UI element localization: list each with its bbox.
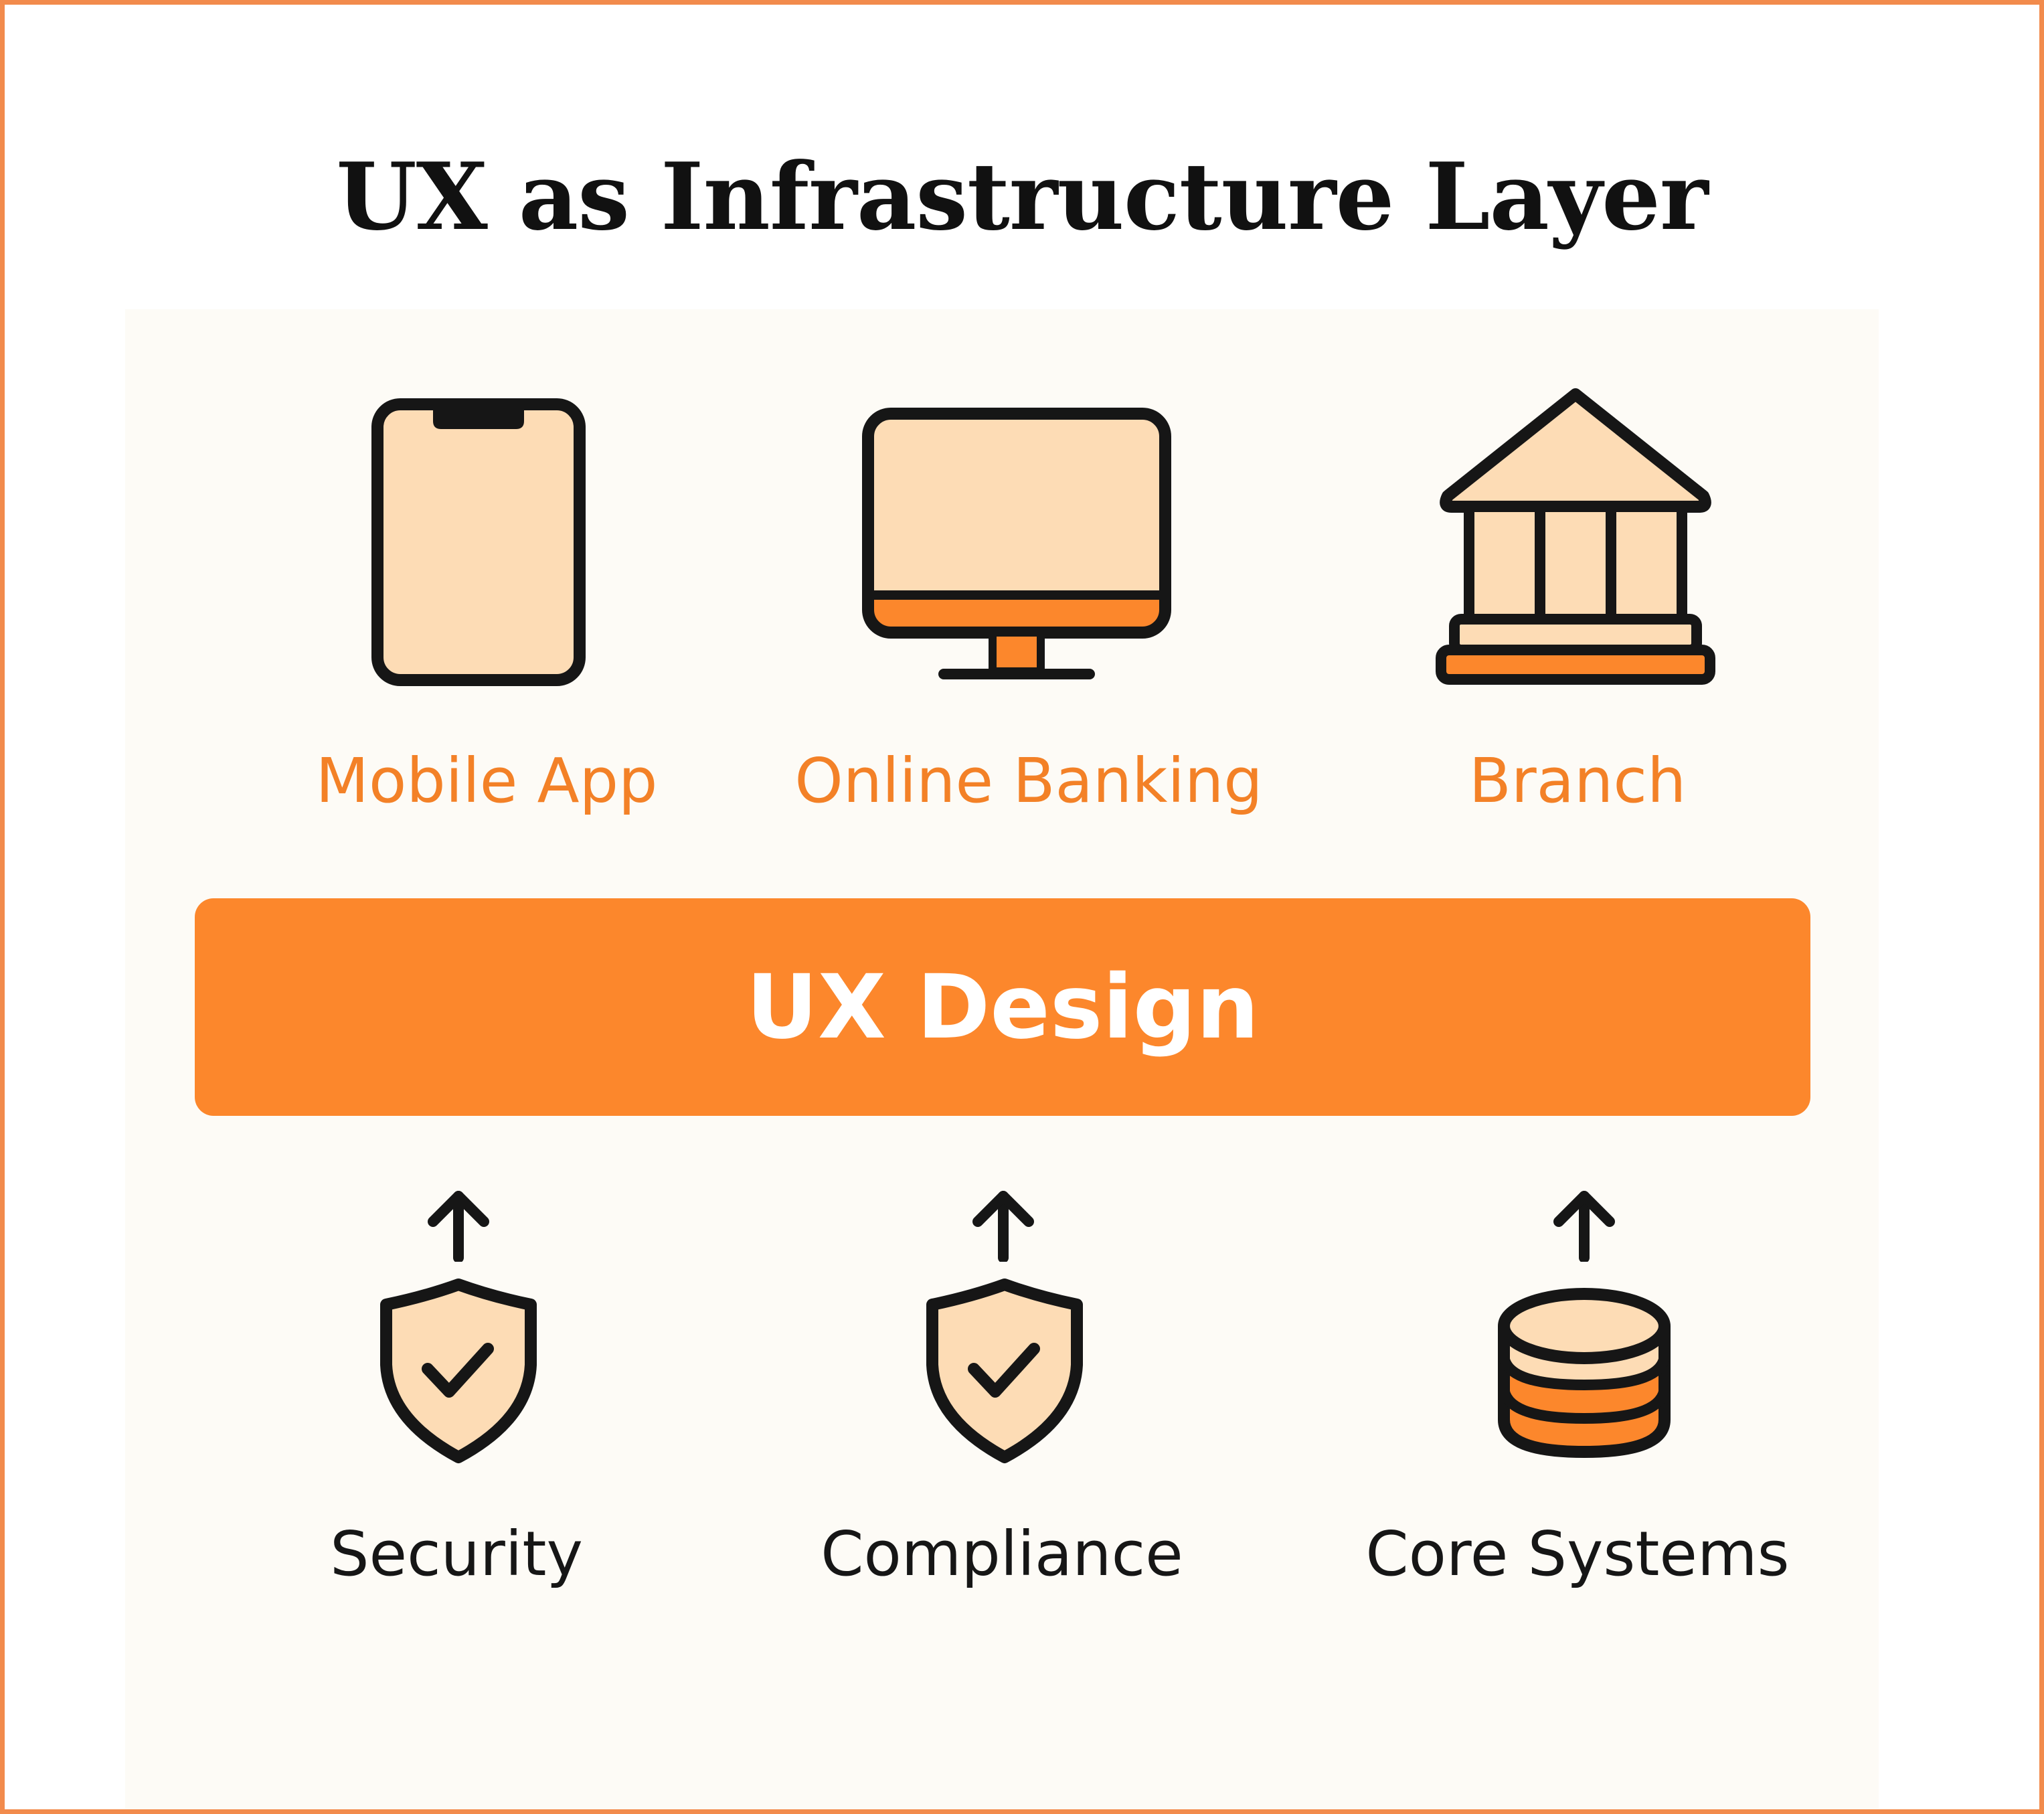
channel-label-mobile-app: Mobile App — [315, 745, 658, 817]
page-title: UX as Infrastructure Layer — [336, 142, 1708, 251]
shield-check-icon — [380, 1279, 537, 1463]
foundation-label-compliance: Compliance — [821, 1518, 1183, 1590]
bank-building-icon — [1436, 388, 1715, 685]
desktop-monitor-icon — [862, 408, 1171, 679]
ux-design-label: UX Design — [746, 955, 1260, 1059]
channel-label-branch: Branch — [1468, 745, 1687, 817]
arrow-up-icon — [972, 1191, 1034, 1262]
smartphone-icon — [371, 398, 586, 686]
channel-label-online-banking: Online Banking — [794, 745, 1263, 817]
arrow-up-icon — [1553, 1191, 1615, 1262]
ux-design-layer: UX Design — [195, 898, 1810, 1116]
shield-check-icon — [926, 1279, 1083, 1463]
foundation-label-security: Security — [330, 1518, 583, 1590]
database-icon — [1498, 1288, 1671, 1459]
arrow-up-icon — [428, 1191, 489, 1262]
foundation-label-core-systems: Core Systems — [1365, 1518, 1790, 1590]
